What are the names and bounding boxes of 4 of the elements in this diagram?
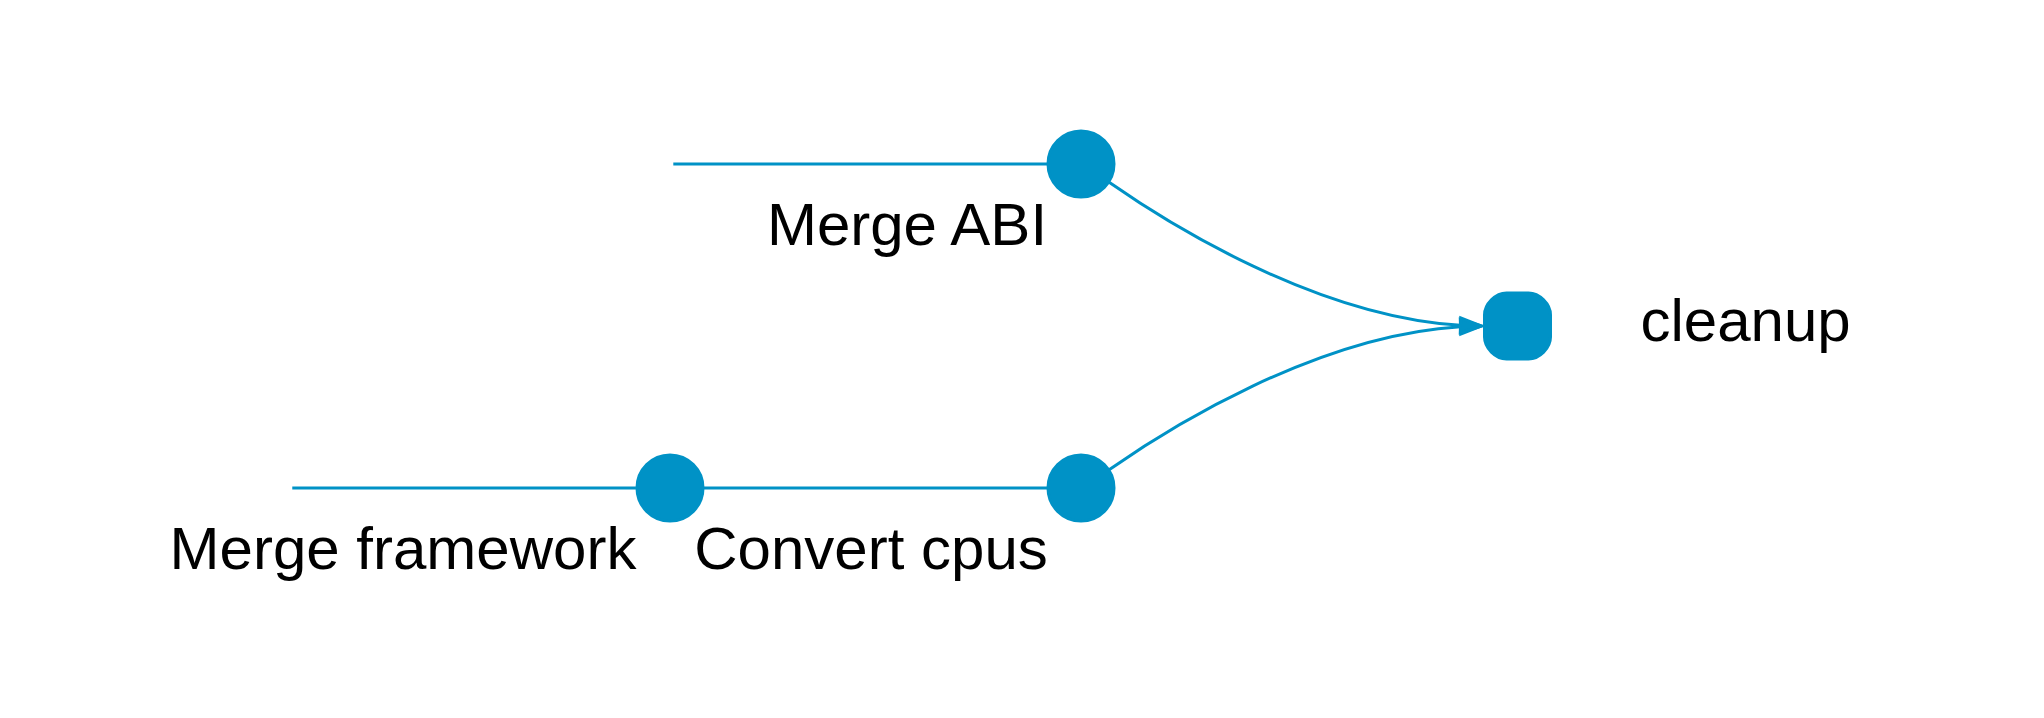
node-label: Merge ABI xyxy=(766,191,1047,258)
node-label: Convert cpus xyxy=(693,515,1048,582)
node-label: cleanup xyxy=(1640,287,1851,354)
node-label: Merge framework xyxy=(169,515,636,582)
